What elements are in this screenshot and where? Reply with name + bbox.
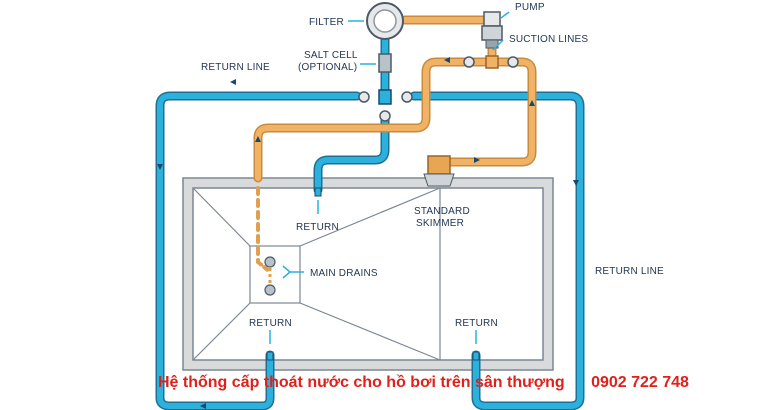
caption: Hệ thống cấp thoát nước cho hồ bơi trên … bbox=[158, 374, 758, 392]
salt-cell-optional-label: (OPTIONAL) bbox=[298, 62, 357, 73]
caption-title: Hệ thống cấp thoát nước cho hồ bơi trên … bbox=[158, 374, 565, 391]
standard-skimmer-label-2: SKIMMER bbox=[416, 218, 464, 229]
salt-cell bbox=[378, 53, 392, 73]
main-drains-label: MAIN DRAINS bbox=[310, 268, 378, 279]
return-line-left-label: RETURN LINE bbox=[201, 62, 270, 73]
valve-gauges bbox=[358, 55, 519, 122]
return-bottom-left-label: RETURN bbox=[249, 318, 292, 329]
return-line-right-label: RETURN LINE bbox=[595, 266, 664, 277]
return-bottom-right-label: RETURN bbox=[455, 318, 498, 329]
pump-label: PUMP bbox=[515, 2, 545, 13]
suction-lines-label: SUCTION LINES bbox=[509, 34, 588, 45]
filter-label: FILTER bbox=[309, 17, 344, 28]
flow-arrows bbox=[157, 57, 579, 409]
filter-tank bbox=[366, 2, 404, 40]
return-inlets bbox=[266, 187, 480, 361]
drain-line-dashed bbox=[256, 186, 272, 274]
standard-skimmer bbox=[423, 155, 455, 187]
leader-lines bbox=[269, 11, 510, 344]
pool bbox=[182, 177, 554, 371]
main-drains bbox=[264, 256, 276, 296]
salt-cell-label: SALT CELL bbox=[304, 50, 358, 61]
return-top-label: RETURN bbox=[296, 222, 339, 233]
pump bbox=[481, 11, 503, 49]
return-pipe-loop-inner bbox=[157, 37, 583, 409]
caption-phone: 0902 722 748 bbox=[591, 374, 689, 391]
standard-skimmer-label: STANDARD bbox=[414, 206, 470, 217]
